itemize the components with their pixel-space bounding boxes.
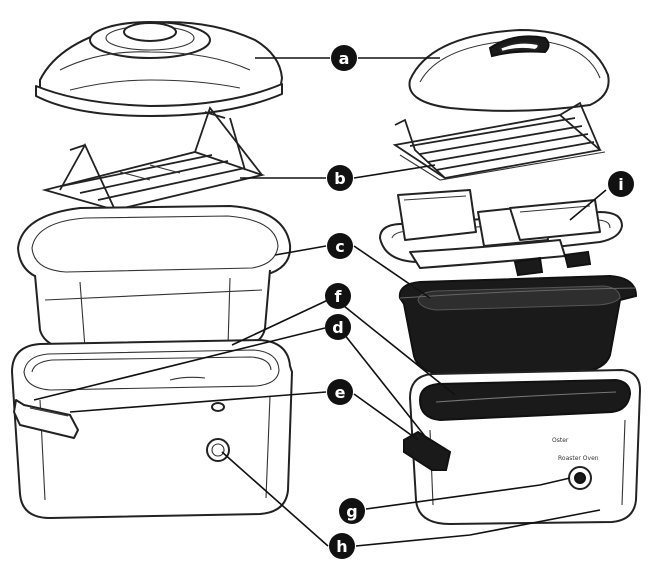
callout-d: d <box>325 314 351 340</box>
leader-g <box>365 477 571 510</box>
leader-d-right <box>343 333 429 441</box>
callout-e-label: e <box>335 383 346 402</box>
leader-h-right <box>355 509 601 547</box>
leader-lines <box>33 57 607 547</box>
callout-i-label: i <box>618 175 623 194</box>
callout-b-label: b <box>334 169 345 188</box>
callout-e-circle <box>327 379 353 405</box>
leader-e-left <box>69 391 327 413</box>
right-base-oven: Oster Roaster Oven <box>403 369 641 525</box>
right-lid <box>408 29 610 112</box>
callout-i: i <box>608 171 634 197</box>
left-rack <box>41 106 266 211</box>
callout-f-label: f <box>335 287 343 306</box>
leader-f-left <box>231 299 329 346</box>
leader-e-right <box>353 393 419 441</box>
left-pan <box>17 205 292 351</box>
callout-a: a <box>331 45 357 71</box>
callout-f: f <box>325 283 351 309</box>
left-lid <box>35 21 283 117</box>
buffet-server <box>379 189 623 277</box>
callout-d-circle <box>325 314 351 340</box>
callout-c-label: c <box>335 237 344 256</box>
callout-f-circle <box>325 283 351 309</box>
brand-mark: Oster <box>552 437 569 444</box>
leader-b-right <box>353 164 436 179</box>
dial-caption: Roaster Oven <box>558 455 599 462</box>
callout-b: b <box>327 165 353 191</box>
leader-f-right <box>343 305 456 396</box>
callout-c-circle <box>327 233 353 259</box>
leader-i <box>569 189 607 221</box>
leader-c-left <box>274 245 327 256</box>
leader-c-right <box>353 245 431 299</box>
left-base-oven <box>11 339 293 519</box>
insert-pan <box>398 274 638 377</box>
callout-h-circle <box>329 533 355 559</box>
callout-a-label: a <box>339 49 350 68</box>
callout-c: c <box>327 233 353 259</box>
leader-d-left <box>33 327 326 401</box>
right-rack <box>392 101 606 181</box>
callout-h-label: h <box>336 537 347 556</box>
callout-d-label: d <box>332 318 343 337</box>
callout-i-circle <box>608 171 634 197</box>
callout-b-circle <box>327 165 353 191</box>
callout-a-circle <box>331 45 357 71</box>
callout-g-circle <box>339 498 365 524</box>
callout-h: h <box>329 533 355 559</box>
callout-e: e <box>327 379 353 405</box>
callout-g: g <box>339 498 365 524</box>
leader-h-left <box>221 451 329 547</box>
callout-g-label: g <box>346 502 357 521</box>
